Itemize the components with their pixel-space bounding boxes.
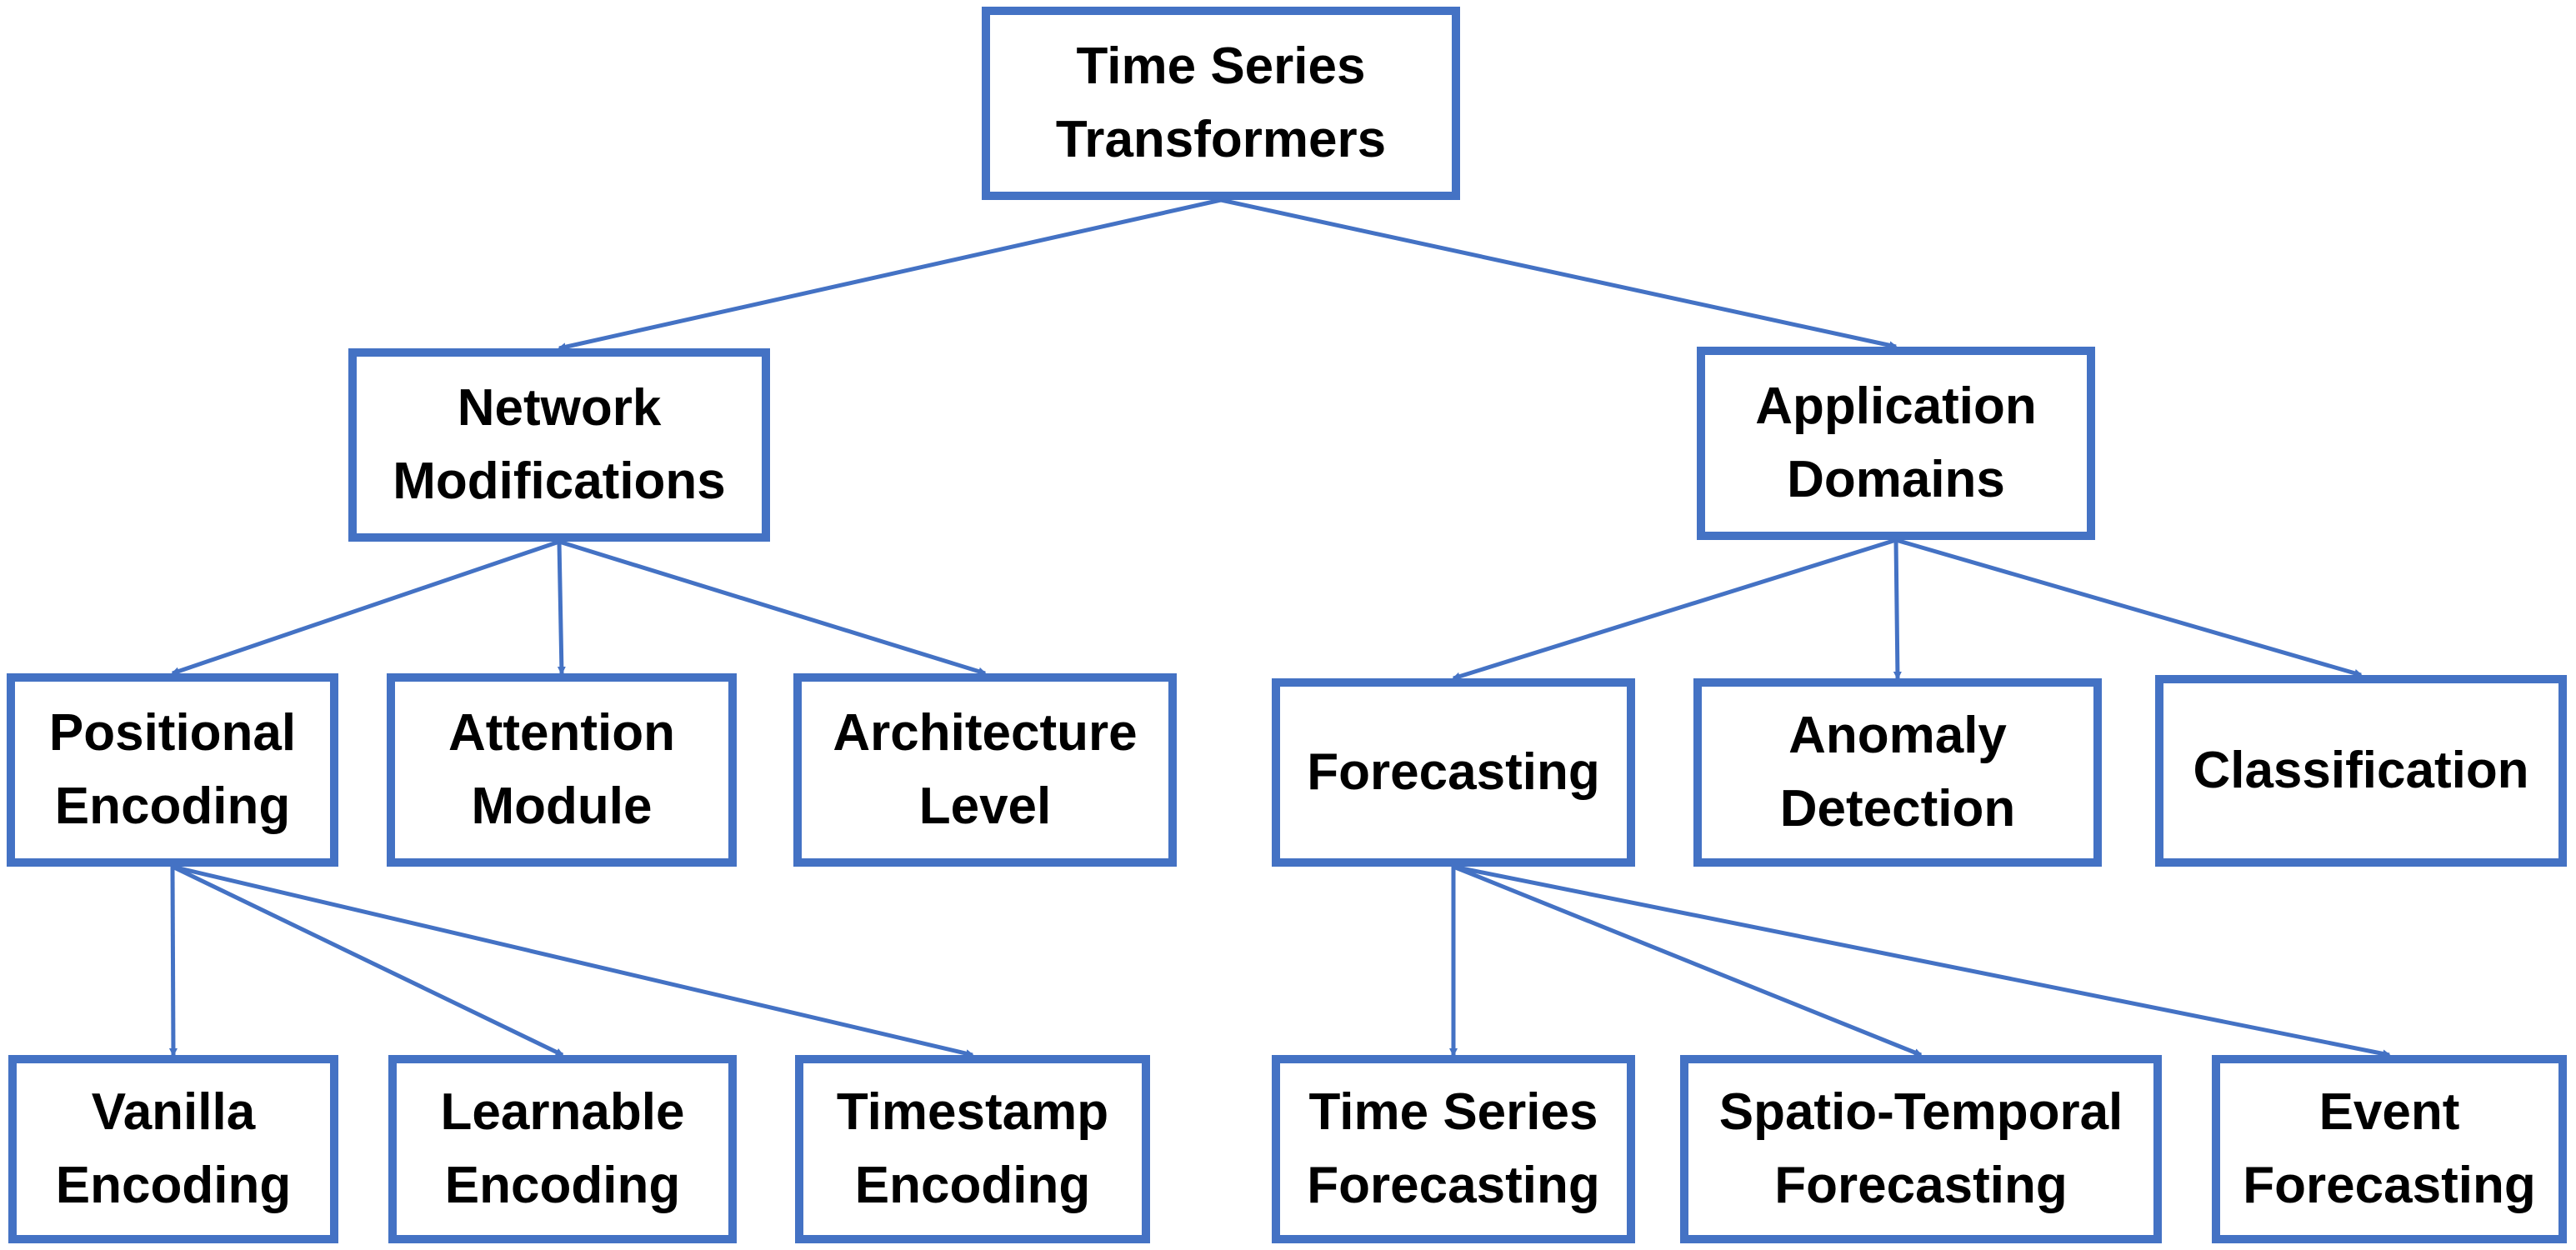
node-label: Vanilla Encoding [55, 1083, 292, 1214]
arrow-root-to-network_modifications [558, 198, 1222, 352]
arrow-root-to-application_domains [1220, 198, 1898, 350]
node-label: Forecasting [1307, 743, 1600, 801]
node-label: Attention Module [448, 704, 676, 835]
arrow-positional_encoding-to-learnable_encoding [171, 864, 564, 1058]
node-spatio-temporal-forecasting: Spatio-Temporal Forecasting [1680, 1055, 2162, 1243]
node-label: Event Forecasting [2243, 1083, 2536, 1214]
node-vanilla-encoding: Vanilla Encoding [8, 1055, 338, 1243]
node-label: Timestamp Encoding [836, 1083, 1109, 1214]
node-learnable-encoding: Learnable Encoding [388, 1055, 737, 1243]
node-time-series-transformers: Time Series Transformers [982, 7, 1460, 200]
arrow-application_domains-to-anomaly_detection [1893, 539, 1902, 680]
node-label: Network Modifications [393, 379, 726, 510]
node-timestamp-encoding: Timestamp Encoding [795, 1055, 1150, 1243]
node-label: Anomaly Detection [1779, 707, 2016, 838]
node-classification: Classification [2155, 675, 2567, 867]
node-label: Spatio-Temporal Forecasting [1718, 1083, 2123, 1214]
arrow-forecasting-to-event_forecasting [1453, 864, 2391, 1058]
node-attention-module: Attention Module [387, 673, 737, 867]
node-architecture-level: Architecture Level [793, 673, 1177, 867]
arrow-application_domains-to-forecasting [1452, 538, 1897, 681]
arrow-application_domains-to-classification [1895, 538, 2363, 678]
node-anomaly-detection: Anomaly Detection [1693, 678, 2102, 867]
node-label: Time Series Transformers [1055, 38, 1387, 168]
node-network-modifications: Network Modifications [348, 348, 770, 542]
node-event-forecasting: Event Forecasting [2212, 1055, 2567, 1243]
arrow-network_modifications-to-attention_module [557, 541, 566, 675]
node-application-domains: Application Domains [1697, 347, 2095, 540]
node-forecasting: Forecasting [1272, 678, 1635, 867]
node-label: Time Series Forecasting [1307, 1083, 1600, 1214]
node-label: Positional Encoding [48, 704, 297, 835]
node-positional-encoding: Positional Encoding [7, 673, 338, 867]
node-label: Architecture Level [833, 704, 1138, 835]
arrow-network_modifications-to-positional_encoding [171, 539, 560, 676]
node-label: Classification [2193, 742, 2529, 799]
node-time-series-forecasting: Time Series Forecasting [1272, 1055, 1635, 1243]
node-label: Application Domains [1755, 378, 2037, 508]
arrow-positional_encoding-to-timestamp_encoding [172, 864, 974, 1058]
node-label: Learnable Encoding [440, 1083, 685, 1214]
arrow-forecasting-to-spatio_temporal_forecasting [1453, 864, 1923, 1058]
arrow-network_modifications-to-architecture_level [558, 539, 987, 676]
